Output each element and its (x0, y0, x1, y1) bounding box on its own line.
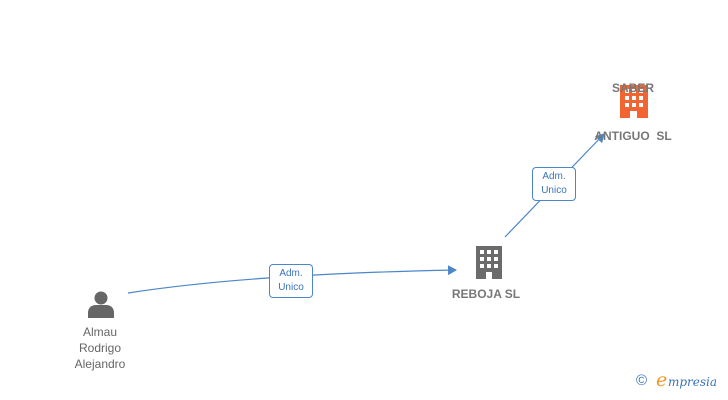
person-name-line-3: Alejandro (74, 357, 126, 371)
reboja-name: REBOJA SL (451, 287, 521, 301)
edge-label-type: Unico (278, 282, 304, 293)
edge-label-person-reboja: Adm. Unico (269, 264, 313, 298)
saber-name-line-2: ANTIGUO SL (594, 129, 672, 143)
copyright-icon: © (636, 372, 648, 389)
reboja-node-label[interactable]: REBOJA SL (436, 286, 536, 302)
edge-label-role: Adm. (279, 268, 303, 279)
saber-building-icon (620, 85, 648, 118)
edge-label-type: Unico (541, 185, 567, 196)
edge-label-role: Adm. (542, 171, 566, 182)
reboja-building-icon (476, 246, 502, 279)
brand-footer[interactable]: © e mpresia (636, 369, 722, 392)
edge-label-reboja-saber: Adm. Unico (532, 167, 576, 201)
person-icon (88, 291, 114, 318)
person-name-line-1: Almau (82, 325, 117, 339)
brand-logo-text: mpresia (668, 375, 718, 389)
person-node-label[interactable]: Almau Rodrigo Alejandro (60, 324, 140, 372)
saber-name-line-1: SABER (611, 81, 654, 95)
saber-node-label[interactable]: SABER ANTIGUO SL (570, 48, 696, 160)
brand-logo-initial: e (656, 369, 668, 391)
person-name-line-2: Rodrigo (78, 341, 122, 355)
